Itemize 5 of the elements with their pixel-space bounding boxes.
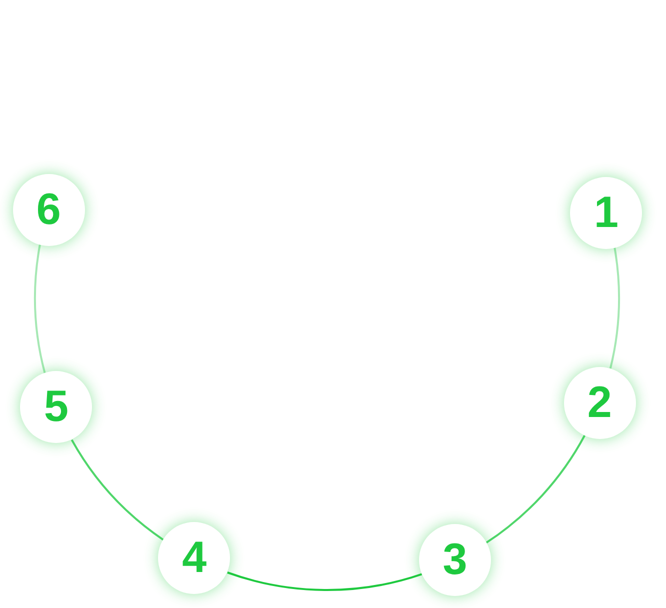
connector-arc: [609, 248, 620, 369]
connector-arc: [227, 572, 422, 591]
connector-arc: [486, 434, 586, 544]
connector-arc: [70, 439, 164, 541]
connector-arc: [34, 244, 46, 374]
